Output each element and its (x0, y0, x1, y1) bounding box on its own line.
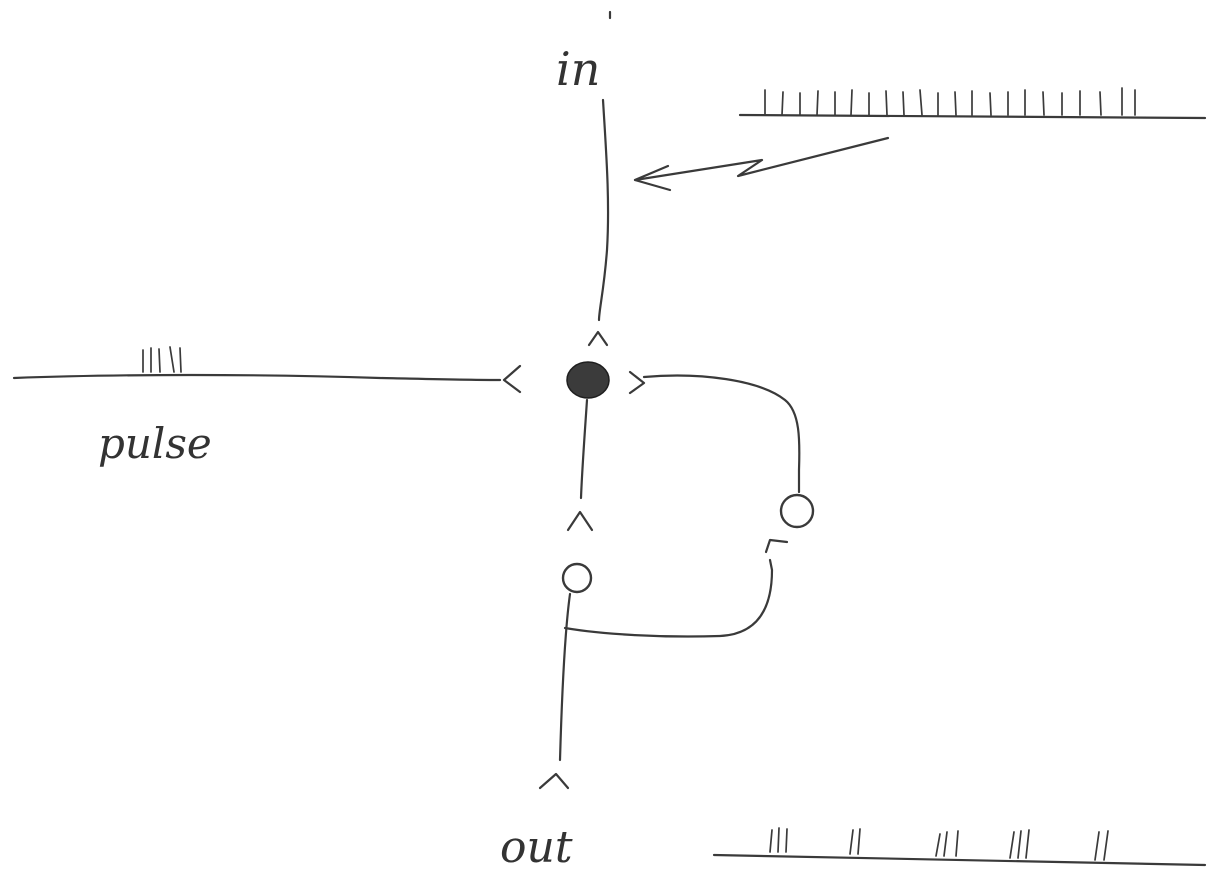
pulse-label: pulse (98, 419, 212, 468)
input-axon (599, 100, 608, 320)
output-train-tick (770, 830, 772, 852)
output-synapse (540, 774, 568, 788)
pulse-synapse (504, 366, 520, 392)
soma-axon-synapse (568, 512, 592, 530)
output-train-tick (1018, 831, 1021, 858)
soma-axon (581, 400, 587, 498)
output-train-tick (956, 831, 958, 856)
output-train-tick (944, 832, 947, 856)
pulse-train-tick (180, 348, 181, 372)
input-train-tick (990, 93, 991, 115)
input-train-tick (920, 90, 922, 115)
feedback-loop (565, 560, 772, 637)
output-train-tick (1095, 832, 1099, 860)
pulse-train-tick (159, 349, 160, 372)
output-train-baseline (714, 855, 1205, 865)
left-inhibitory-cell (563, 564, 591, 592)
output-train-tick (850, 830, 853, 854)
output-train-tick (786, 829, 787, 852)
soma (567, 362, 609, 398)
input-label: in (556, 42, 600, 96)
input-train-tick (955, 92, 956, 115)
input-train-tick (851, 90, 852, 115)
pulse-train-ticks (143, 347, 181, 372)
input-train-ticks (765, 88, 1135, 115)
output-train-tick (1026, 830, 1029, 858)
output-train-tick (858, 829, 860, 854)
input-train-tick (886, 91, 887, 115)
pulse-train-tick (170, 347, 174, 372)
feedback-branch (644, 376, 799, 492)
feedback-synapse (630, 372, 644, 393)
right-cell-synapse (766, 540, 787, 552)
input-synapse (589, 332, 607, 345)
output-train-ticks (770, 828, 1108, 860)
input-train-tick (903, 92, 904, 115)
output-train-tick (778, 828, 779, 852)
output-train-tick (1104, 831, 1108, 860)
output-label: out (500, 822, 573, 873)
stimulus-arrow (635, 138, 888, 180)
pulse-axon (14, 375, 500, 380)
input-train-tick (817, 91, 818, 115)
right-inhibitory-cell (781, 495, 813, 527)
input-train-tick (1100, 92, 1101, 115)
input-train-tick (782, 92, 783, 115)
output-train-tick (936, 834, 940, 856)
output-axon (560, 594, 570, 760)
output-train-tick (1010, 832, 1014, 858)
input-train-tick (1043, 92, 1044, 115)
